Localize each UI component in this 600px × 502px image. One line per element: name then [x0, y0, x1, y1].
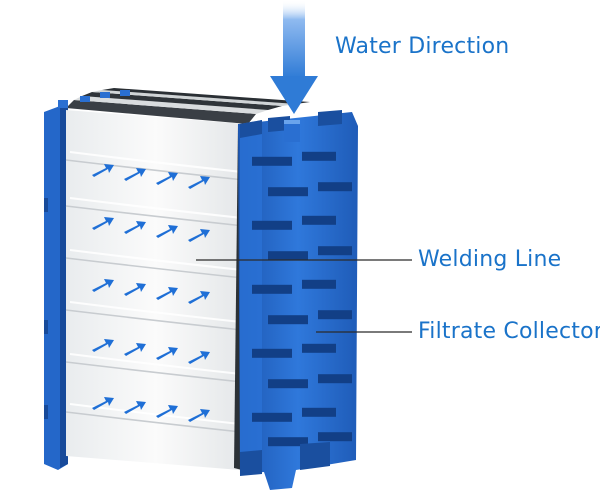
- collector-slots: [252, 151, 352, 447]
- flow-arrows: [92, 164, 210, 422]
- collector-slot: [268, 187, 308, 197]
- flow-arrow-icon: [156, 172, 178, 185]
- flow-arrow-icon: [124, 221, 146, 234]
- collector-slot: [318, 432, 352, 442]
- flow-arrow-icon: [92, 279, 114, 292]
- filtrate-collector-label: Filtrate Collector: [418, 319, 600, 344]
- down-arrow-icon: [270, 0, 318, 114]
- flow-arrow-icon: [124, 401, 146, 414]
- collector-slot: [302, 279, 336, 289]
- collector-slot: [302, 407, 336, 417]
- flow-arrow-icon: [188, 351, 210, 364]
- collector-slot: [268, 437, 308, 447]
- flow-arrow-icon: [92, 339, 114, 352]
- collector-slot: [252, 348, 292, 358]
- inlet-nozzle: [284, 120, 300, 142]
- left-frame: [44, 106, 68, 470]
- collector-slot: [318, 246, 352, 256]
- flow-arrow-icon: [124, 168, 146, 181]
- collector-slot: [318, 182, 352, 192]
- collector-slot: [302, 151, 336, 161]
- flow-arrow-icon: [156, 225, 178, 238]
- filtrate-collector-frame: [238, 110, 358, 490]
- leader-lines: [196, 259, 412, 333]
- flow-arrow-icon: [92, 397, 114, 410]
- flow-arrow-icon: [92, 217, 114, 230]
- sheet-top-edges: [58, 88, 310, 124]
- collector-slot: [252, 156, 292, 166]
- flow-arrow-icon: [188, 229, 210, 242]
- collector-slot: [268, 379, 308, 389]
- collector-slot: [318, 374, 352, 384]
- flow-arrow-icon: [92, 164, 114, 177]
- collector-slot: [318, 310, 352, 320]
- welding-line-label: Welding Line: [418, 247, 562, 272]
- flow-arrow-icon: [188, 409, 210, 422]
- flow-arrow-icon: [124, 343, 146, 356]
- collector-slot: [252, 412, 292, 422]
- flow-arrow-icon: [124, 283, 146, 296]
- collector-slot: [268, 251, 308, 261]
- collector-slot: [302, 215, 336, 225]
- flow-arrow-icon: [188, 291, 210, 304]
- flow-arrow-icon: [188, 176, 210, 189]
- flow-arrow-icon: [156, 347, 178, 360]
- flow-arrow-icon: [156, 405, 178, 418]
- flow-arrow-icon: [156, 287, 178, 300]
- water-direction-label: Water Direction: [335, 34, 510, 59]
- collector-slot: [252, 284, 292, 294]
- collector-slot: [302, 343, 336, 353]
- collector-slot: [252, 220, 292, 230]
- collector-slot: [268, 315, 308, 325]
